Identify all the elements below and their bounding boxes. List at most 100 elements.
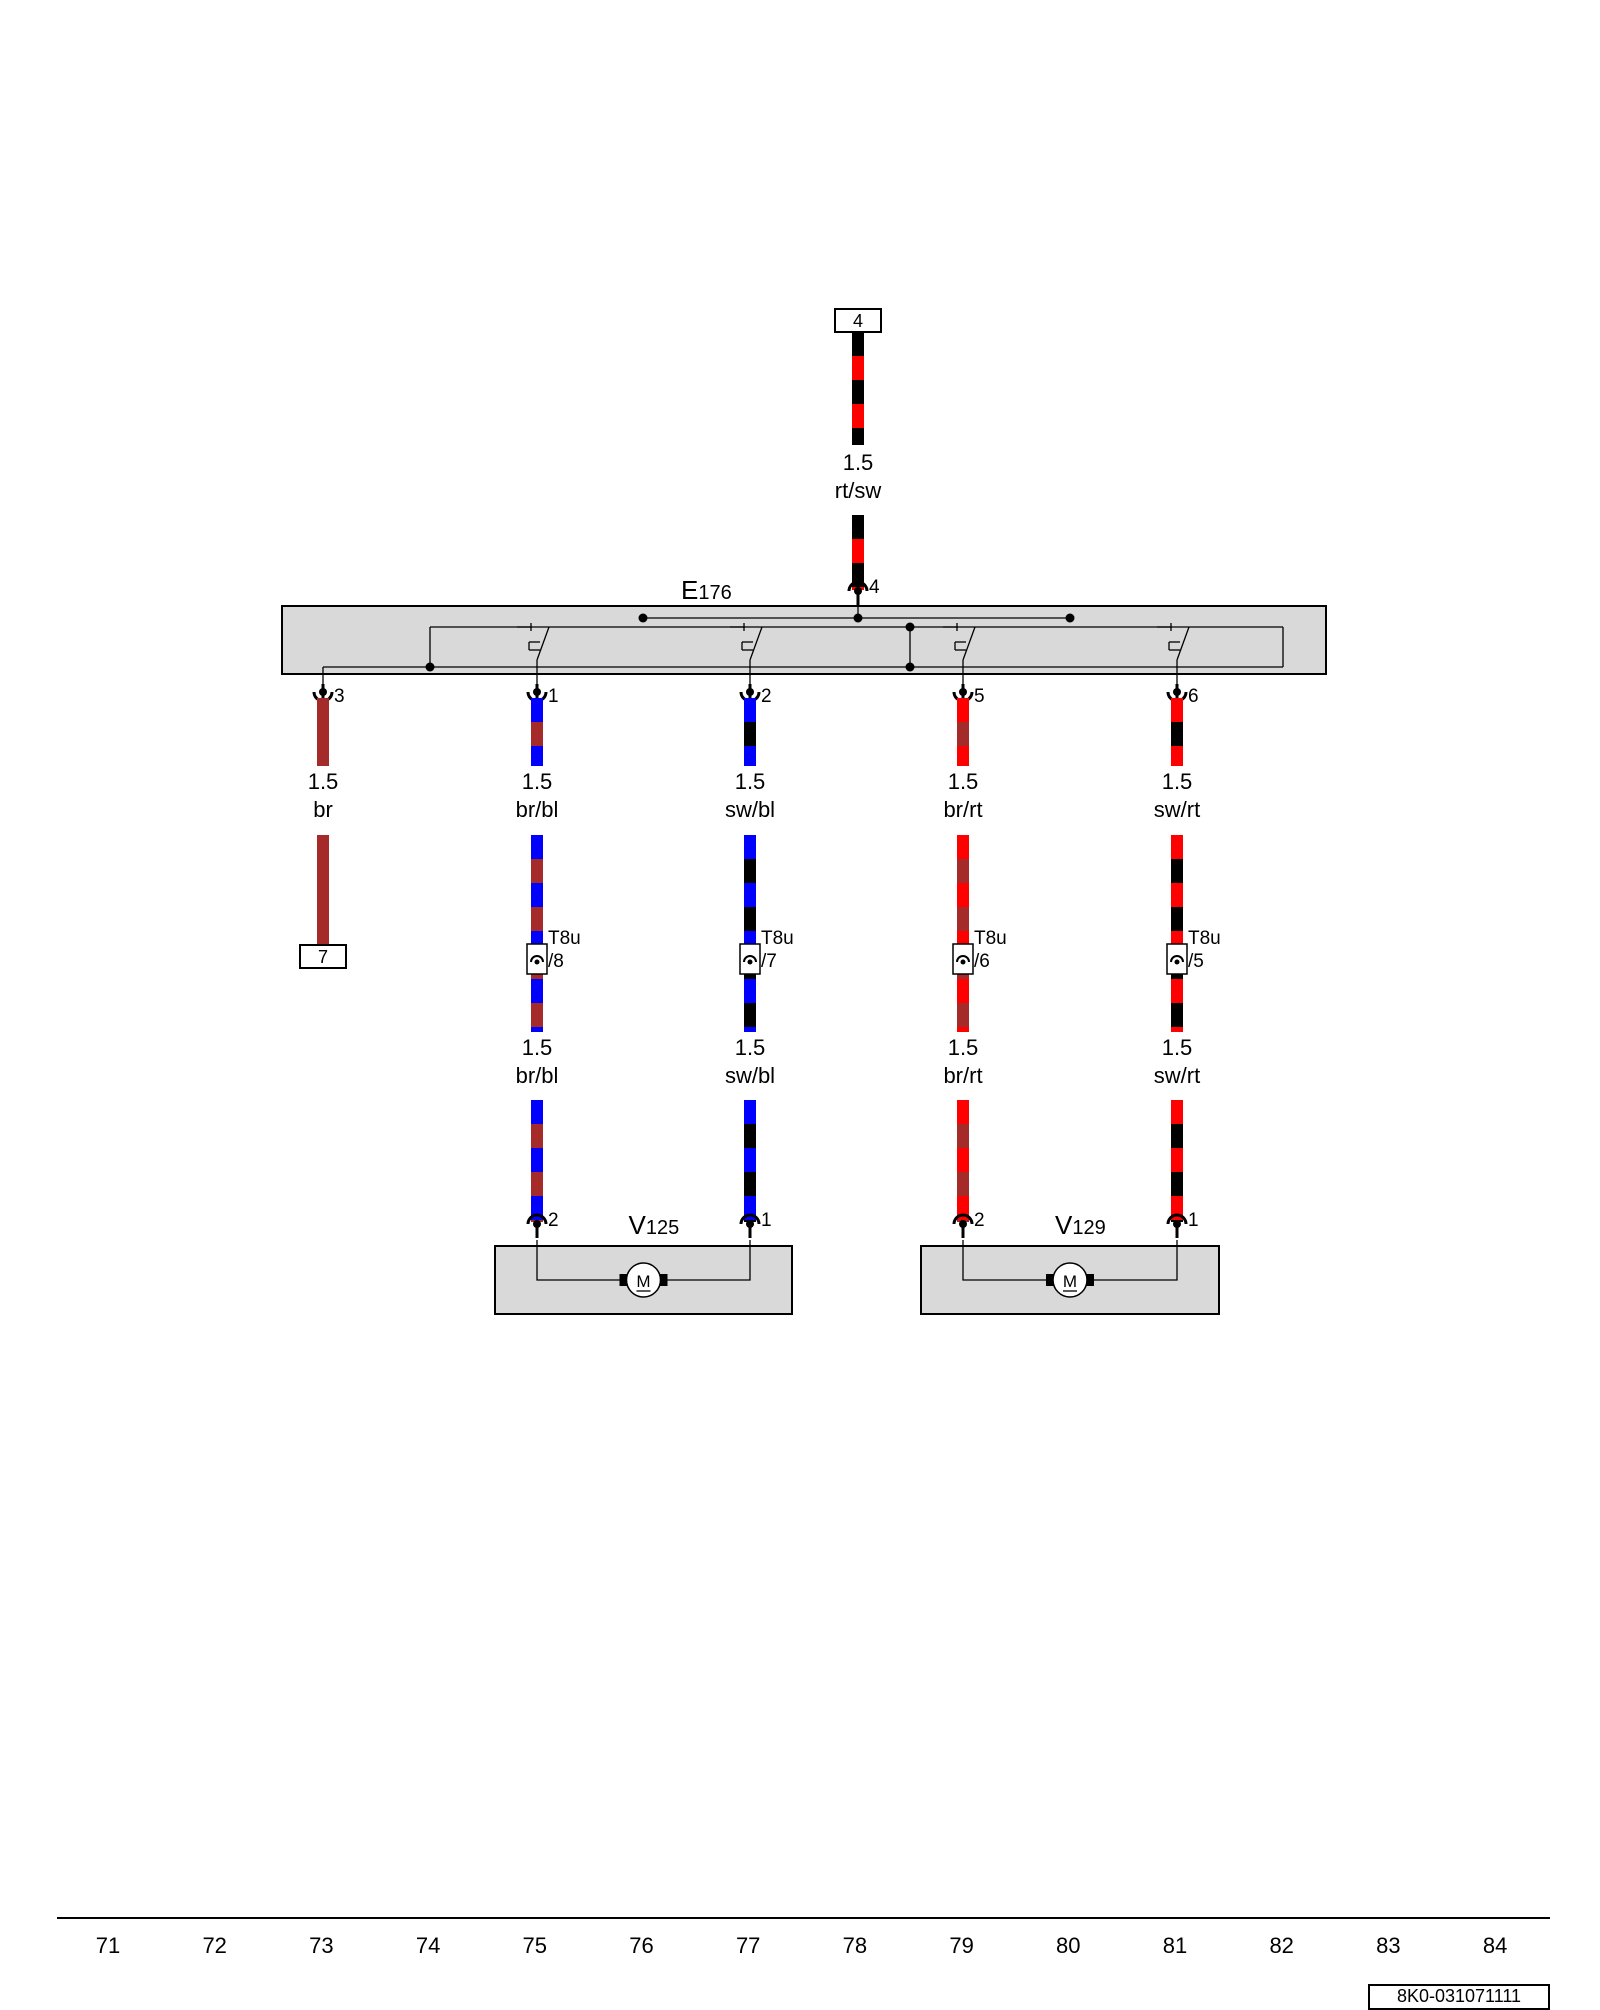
wire-stripe: [531, 1027, 543, 1032]
pin-arc: [952, 1213, 974, 1225]
wire-stripe: [852, 380, 864, 404]
connector-pin: /8: [548, 951, 564, 972]
wire-stripe: [531, 979, 543, 1003]
wire-stripe: [531, 1148, 543, 1172]
wire-stripe: [1171, 883, 1183, 907]
wire-stripe: [744, 883, 756, 907]
junction-dot: [638, 613, 648, 623]
wire-stripe: [1171, 835, 1183, 859]
wire-size: 1.5: [308, 769, 339, 794]
wire-stripe: [852, 332, 864, 356]
wire-lower-3: [744, 1100, 756, 1222]
wire-stripe: [531, 835, 543, 859]
switch-contact-2: [730, 623, 763, 690]
connector-t8u-4: T8u/6: [952, 928, 1007, 975]
wire-label-lower-2: 1.5br/bl: [516, 1035, 559, 1088]
pin-dot: [319, 688, 327, 696]
pin-dot: [533, 688, 541, 696]
left-terminal-box: [299, 944, 347, 969]
switch-blade: [1176, 626, 1190, 661]
pin-number: 5: [974, 686, 985, 707]
wire-stripe: [744, 1027, 756, 1032]
wire-color-code: rt/sw: [835, 478, 882, 503]
wire-core: [317, 835, 329, 945]
wire-stripe: [957, 979, 969, 1003]
wire-label-lower-5: 1.5sw/rt: [1154, 1035, 1200, 1088]
motor-v125-pin-b: 1: [739, 1210, 772, 1238]
motor-symbol: M: [1063, 1272, 1077, 1291]
wire-color-code: br/rt: [943, 1063, 982, 1088]
column-number: 72: [202, 1933, 227, 1958]
motor-v129-label: V129: [1055, 1210, 1106, 1240]
wire-label-upper-2: 1.5br/bl: [516, 769, 559, 822]
wire-upper-2: [531, 698, 543, 766]
wire-size: 1.5: [522, 1035, 553, 1060]
motor-v125-label: V125: [629, 1210, 680, 1240]
column-ruler: [57, 1917, 1550, 1919]
connector-arc: [743, 955, 757, 963]
motor-brush: [1086, 1274, 1094, 1286]
connector-t8u-2: T8u/8: [526, 928, 581, 975]
e176-internal-circuit: [322, 605, 1284, 690]
pin-number: 1: [548, 686, 559, 707]
column-number: 78: [842, 1933, 868, 1958]
motor-v129-pin-b: 1: [1166, 1210, 1199, 1238]
e176-pin-in: 4: [847, 577, 880, 605]
wire-stripe: [957, 746, 969, 766]
junction-dot: [425, 662, 435, 672]
wire-stripe: [531, 883, 543, 907]
wire-size: 1.5: [948, 1035, 979, 1060]
pin-number: 2: [548, 1210, 559, 1231]
motor-icon: [1052, 1262, 1088, 1298]
connector-dot: [534, 959, 540, 965]
wire-size: 1.5: [735, 769, 766, 794]
wire-label-upper-5: 1.5sw/rt: [1154, 769, 1200, 822]
wire-stripe: [957, 1148, 969, 1172]
pin-number: 1: [761, 1210, 772, 1231]
column-number: 80: [1056, 1933, 1081, 1958]
wire-stripe: [744, 1148, 756, 1172]
wire-label-upper-3: 1.5sw/bl: [725, 769, 775, 822]
motor-brush: [659, 1274, 668, 1286]
wire-label-upper-1: 1.5br: [308, 769, 339, 822]
connector-arc: [956, 955, 970, 963]
pin-arc: [526, 1213, 548, 1225]
wire-middle-4: [957, 835, 969, 1032]
connector-name: T8u: [1188, 928, 1221, 949]
connector-pin: /7: [761, 951, 777, 972]
connector-dot: [960, 959, 966, 965]
wire-color-code: br/rt: [943, 797, 982, 822]
column-number: 71: [95, 1933, 121, 1958]
switch-contact-3: [943, 623, 976, 690]
connector-body: [1166, 943, 1188, 975]
column-number: 77: [735, 1933, 761, 1958]
wire-stripe: [744, 746, 756, 766]
motor-v125: M: [494, 1240, 793, 1315]
column-number: 75: [522, 1933, 548, 1958]
wire-middle-3: [744, 835, 756, 1032]
wire-lower-5: [1171, 1100, 1183, 1222]
pin-arc: [1166, 1213, 1188, 1225]
wire-label-lower-4: 1.5 br/rt: [943, 1035, 982, 1088]
column-number: 84: [1482, 1933, 1508, 1958]
motor-symbol: M: [636, 1272, 650, 1291]
wire-stripe: [1171, 1148, 1183, 1172]
connector-t8u-5: T8u/5: [1166, 928, 1221, 975]
wire-stripe: [531, 746, 543, 766]
switch-blade: [962, 626, 976, 661]
column-number: 74: [415, 1933, 441, 1958]
wire-stripe: [744, 698, 756, 722]
top-terminal-label: 4: [853, 311, 863, 331]
motor-lead: [962, 1240, 1050, 1281]
wire-stripe: [744, 835, 756, 859]
column-number: 82: [1269, 1933, 1294, 1958]
column-number: 76: [629, 1933, 654, 1958]
wire-stripe: [1171, 1027, 1183, 1032]
wire-color-code: sw/rt: [1154, 1063, 1200, 1088]
connector-name: T8u: [761, 928, 794, 949]
pin-number: 2: [761, 686, 772, 707]
wire-label-top: 1.5rt/sw: [835, 450, 882, 503]
connector-arc: [530, 955, 544, 963]
wire-upper-4: [957, 698, 969, 766]
